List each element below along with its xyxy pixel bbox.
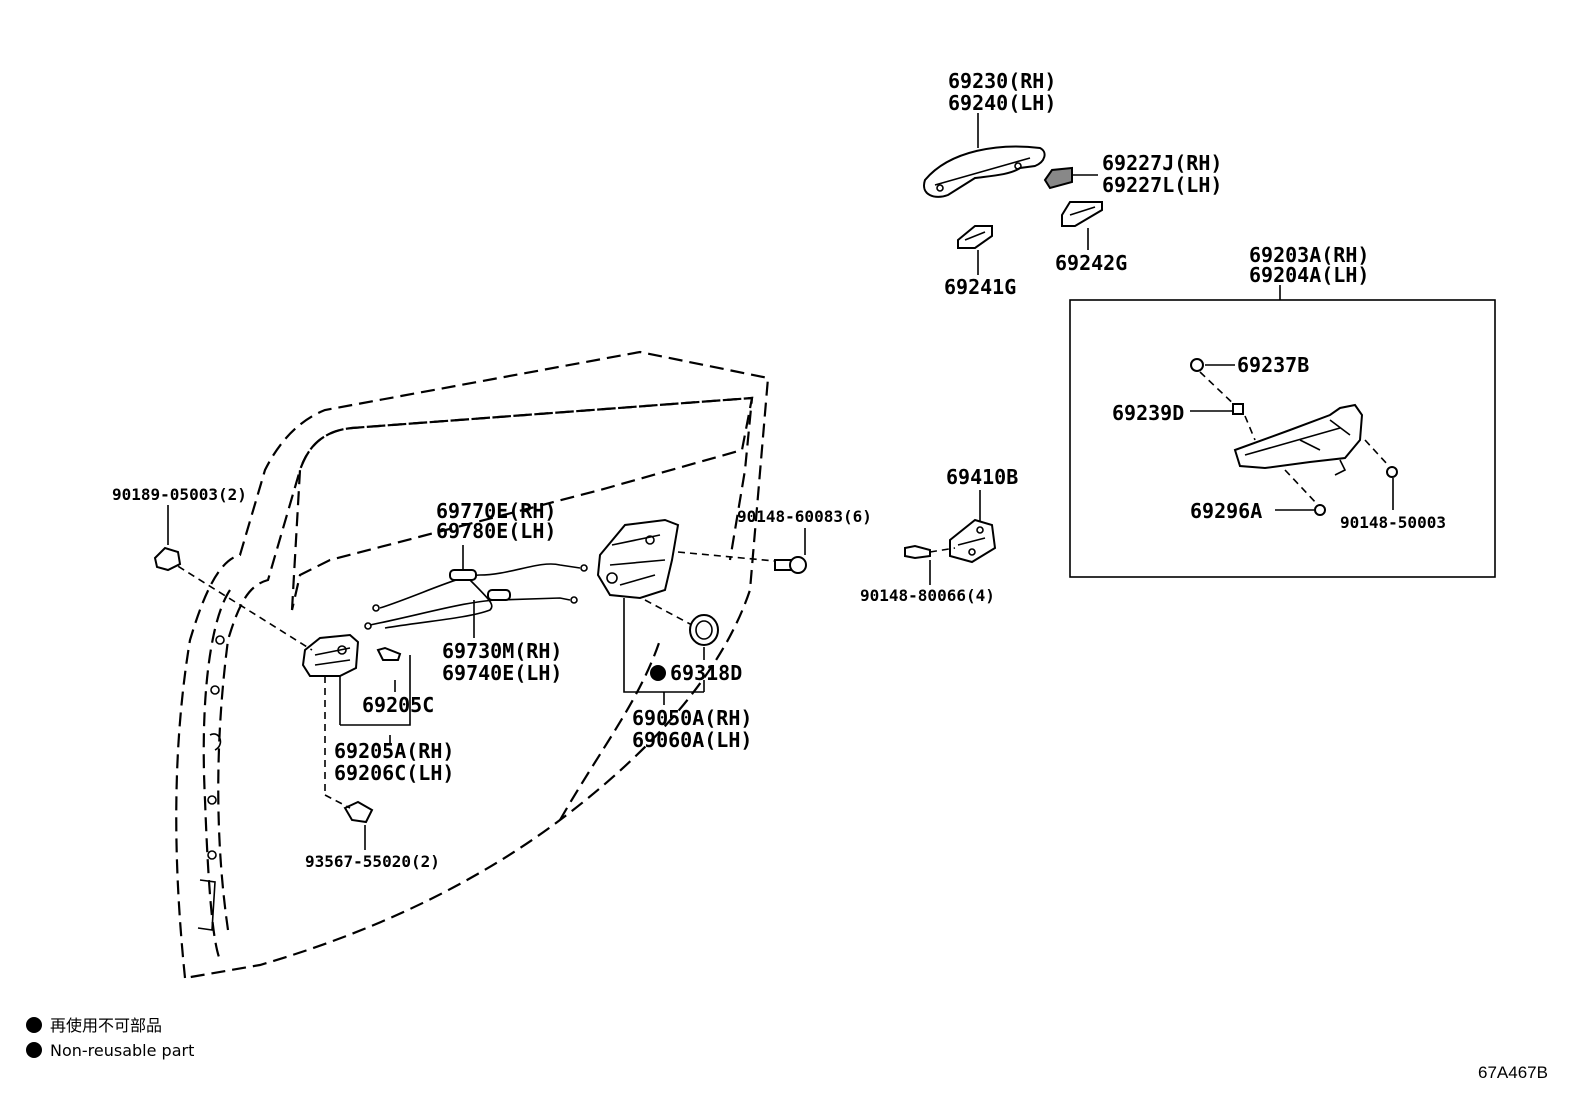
label-rod-rh: 69730M(RH)	[442, 639, 562, 663]
label-inner-lh: 69206C(LH)	[334, 761, 454, 785]
inside-handle	[167, 559, 411, 850]
legend-text-en: Non-reusable part	[50, 1041, 194, 1060]
legend: 再使用不可部品 Non-reusable part	[26, 1016, 194, 1060]
outside-handle	[923, 113, 1046, 198]
lock-cables	[364, 545, 588, 638]
label-clip-05003: 90189-05003(2)	[112, 485, 247, 504]
pad-front	[957, 225, 993, 275]
non-reusable-marker	[650, 665, 666, 681]
label-cap-rh: 69227J(RH)	[1102, 151, 1222, 175]
label-inner-rh: 69205A(RH)	[334, 739, 454, 763]
legend-text-jp: 再使用不可部品	[50, 1016, 162, 1035]
label-cap-lh: 69227L(LH)	[1102, 173, 1222, 197]
label-frame-rh: 69203A(RH)	[1249, 243, 1369, 267]
label-69205c: 69205C	[362, 693, 434, 717]
label-screw-60083: 90148-60083(6)	[737, 507, 872, 526]
label-pad-rear: 69242G	[1055, 251, 1127, 275]
label-handle-rh: 69230(RH)	[948, 69, 1056, 93]
label-handle-lh: 69240(LH)	[948, 91, 1056, 115]
label-striker: 69410B	[946, 465, 1018, 489]
label-69237b: 69237B	[1237, 353, 1309, 377]
label-69318d: 69318D	[670, 661, 742, 685]
striker	[904, 490, 997, 585]
label-screw-50003: 90148-50003	[1340, 513, 1446, 532]
legend-marker-en	[26, 1042, 42, 1058]
label-bolt-80066: 90148-80066(4)	[860, 586, 995, 605]
diagram-code: 67A467B	[1478, 1063, 1548, 1082]
legend-marker-jp	[26, 1017, 42, 1033]
label-screw-55020: 93567-55020(2)	[305, 852, 440, 871]
frame-assembly-box	[1069, 285, 1496, 578]
label-frame-lh: 69204A(LH)	[1249, 263, 1369, 287]
label-69239d: 69239D	[1112, 401, 1184, 425]
label-69296a: 69296A	[1190, 499, 1262, 523]
door-outline	[175, 350, 770, 980]
label-rod-lh: 69740E(LH)	[442, 661, 562, 685]
clip-90189	[153, 505, 182, 572]
label-cable-rh: 69770E(RH)	[436, 499, 556, 523]
handle-cap	[1043, 166, 1098, 190]
door-lock-assembly	[596, 518, 807, 705]
label-cable-lh: 69780E(LH)	[436, 519, 556, 543]
part-labels: 69230(RH) 69240(LH) 69227J(RH) 69227L(LH…	[112, 69, 1446, 871]
label-lock-lh: 69060A(LH)	[632, 728, 752, 752]
pad-rear	[1061, 201, 1103, 250]
label-lock-rh: 69050A(RH)	[632, 706, 752, 730]
label-pad-front: 69241G	[944, 275, 1016, 299]
